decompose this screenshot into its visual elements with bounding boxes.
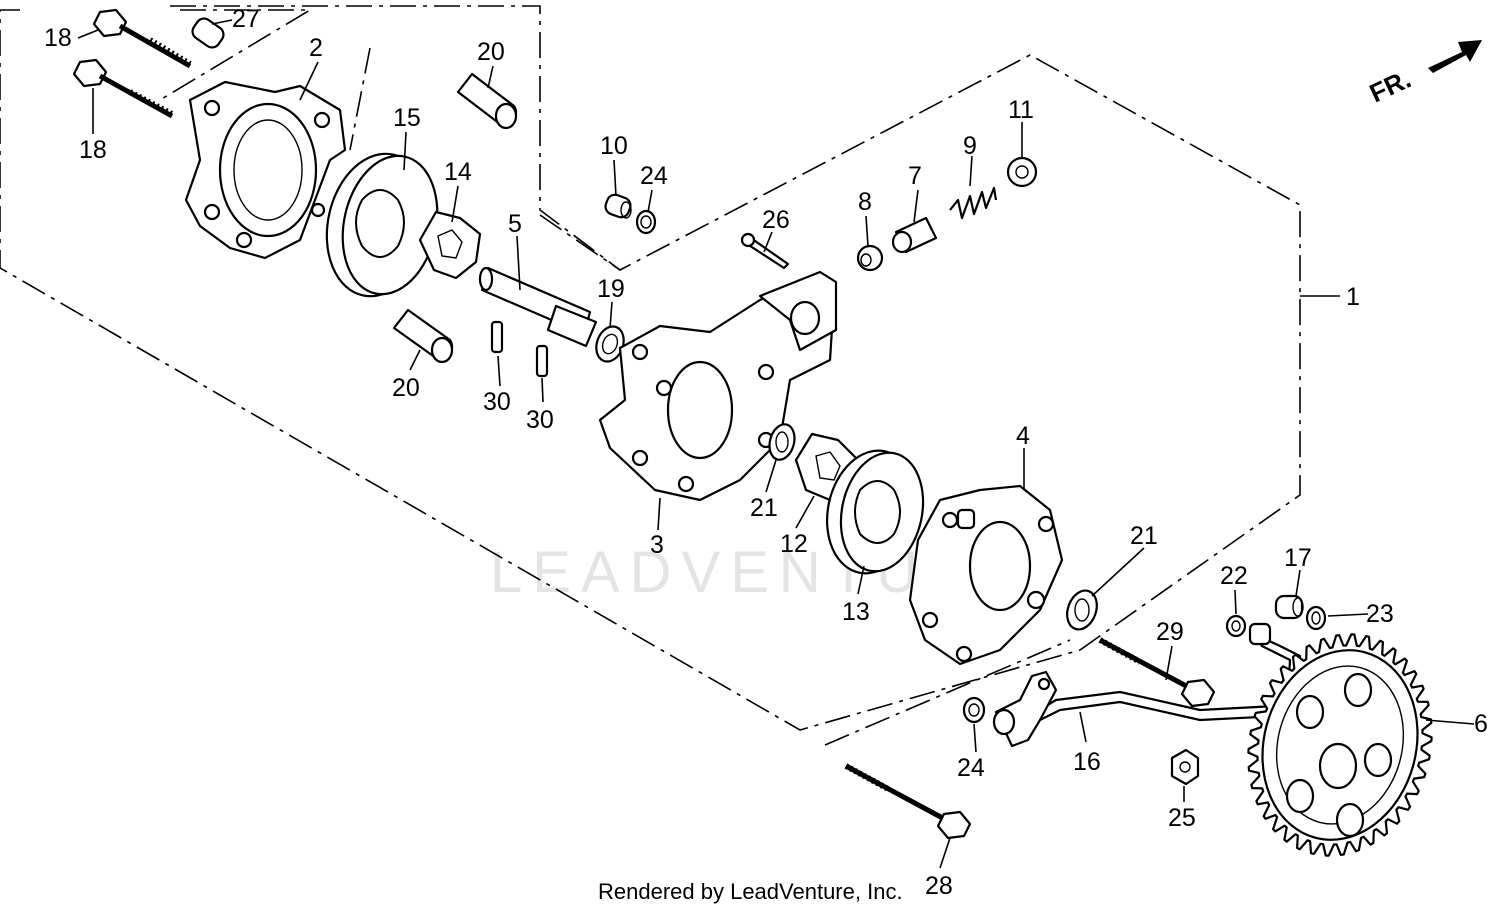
callout-19: 19 xyxy=(597,275,625,303)
pump-shaft-5 xyxy=(478,266,598,348)
cap-11 xyxy=(1006,156,1038,188)
callout-21-left: 21 xyxy=(750,494,778,522)
pin-30-right xyxy=(535,344,549,378)
callout-20-upper: 20 xyxy=(477,38,505,66)
callout-7: 7 xyxy=(908,162,922,190)
pump-body-3 xyxy=(598,270,838,502)
callout-20-lower: 20 xyxy=(392,374,420,402)
callout-25: 25 xyxy=(1168,804,1196,832)
callout-27: 27 xyxy=(232,5,260,33)
pump-cover-2 xyxy=(184,80,347,260)
assembly-boundary xyxy=(0,5,1301,746)
outer-rotor-13 xyxy=(825,449,925,575)
callout-18-upper: 18 xyxy=(44,24,72,52)
callout-8: 8 xyxy=(858,188,872,216)
spring-9 xyxy=(949,186,998,220)
collar-10 xyxy=(604,193,632,219)
callout-24-lower: 24 xyxy=(957,754,985,782)
relief-valve-7 xyxy=(891,216,938,254)
callout-30-left: 30 xyxy=(483,388,511,416)
callout-21-right: 21 xyxy=(1130,522,1158,550)
washer-22 xyxy=(1225,614,1247,638)
seal-21-right xyxy=(1066,589,1098,631)
callout-15: 15 xyxy=(393,104,421,132)
callout-1: 1 xyxy=(1346,283,1360,311)
nut-25 xyxy=(1170,748,1200,786)
pump-body-4 xyxy=(908,484,1064,666)
oil-pipe-16 xyxy=(992,622,1302,748)
callout-12: 12 xyxy=(780,530,808,558)
callout-18-lower: 18 xyxy=(79,136,107,164)
callout-23: 23 xyxy=(1366,600,1394,628)
callout-28: 28 xyxy=(925,872,953,900)
callout-4: 4 xyxy=(1016,422,1030,450)
inner-rotor-14 xyxy=(418,210,482,280)
bolt-18-lower xyxy=(72,58,174,119)
outer-rotor-15 xyxy=(325,152,439,298)
callout-30-right: 30 xyxy=(526,406,554,434)
callout-26: 26 xyxy=(762,206,790,234)
dowel-pin-27 xyxy=(191,17,225,49)
callout-6: 6 xyxy=(1474,710,1488,738)
callout-9: 9 xyxy=(963,132,977,160)
bolt-29 xyxy=(1098,637,1216,708)
callout-5: 5 xyxy=(508,210,522,238)
bolt-28 xyxy=(844,763,972,840)
callout-16: 16 xyxy=(1073,748,1101,776)
callout-24-upper: 24 xyxy=(640,162,668,190)
leader-lines xyxy=(77,19,1475,869)
pin-30-left xyxy=(490,320,504,354)
sprocket-6 xyxy=(1247,633,1433,857)
bolt-18-upper xyxy=(92,8,192,69)
callout-22: 22 xyxy=(1220,562,1248,590)
front-direction-arrow-icon: FR. xyxy=(1365,40,1482,108)
direction-label: FR. xyxy=(1365,64,1416,109)
callout-2: 2 xyxy=(309,34,323,62)
dowel-20-lower xyxy=(392,308,454,364)
collar-17 xyxy=(1274,594,1304,620)
callout-14: 14 xyxy=(444,158,472,186)
callout-11: 11 xyxy=(1008,96,1034,124)
callout-10: 10 xyxy=(600,132,628,160)
washer-24-lower xyxy=(962,696,986,724)
callout-29: 29 xyxy=(1156,618,1184,646)
cotter-pin-26 xyxy=(740,232,790,270)
callout-3: 3 xyxy=(650,531,664,559)
washer-23 xyxy=(1305,605,1327,631)
callout-17: 17 xyxy=(1284,544,1312,572)
plug-8 xyxy=(856,244,884,272)
callout-labels: 27 18 18 2 20 20 15 14 5 10 24 26 8 7 9 … xyxy=(44,5,1488,900)
callout-13: 13 xyxy=(842,598,870,626)
dowel-20-upper xyxy=(456,72,518,130)
washer-24-upper xyxy=(635,209,657,235)
seal-21-left xyxy=(768,423,796,461)
footer-credit: Rendered by LeadVenture, Inc. xyxy=(598,879,903,904)
